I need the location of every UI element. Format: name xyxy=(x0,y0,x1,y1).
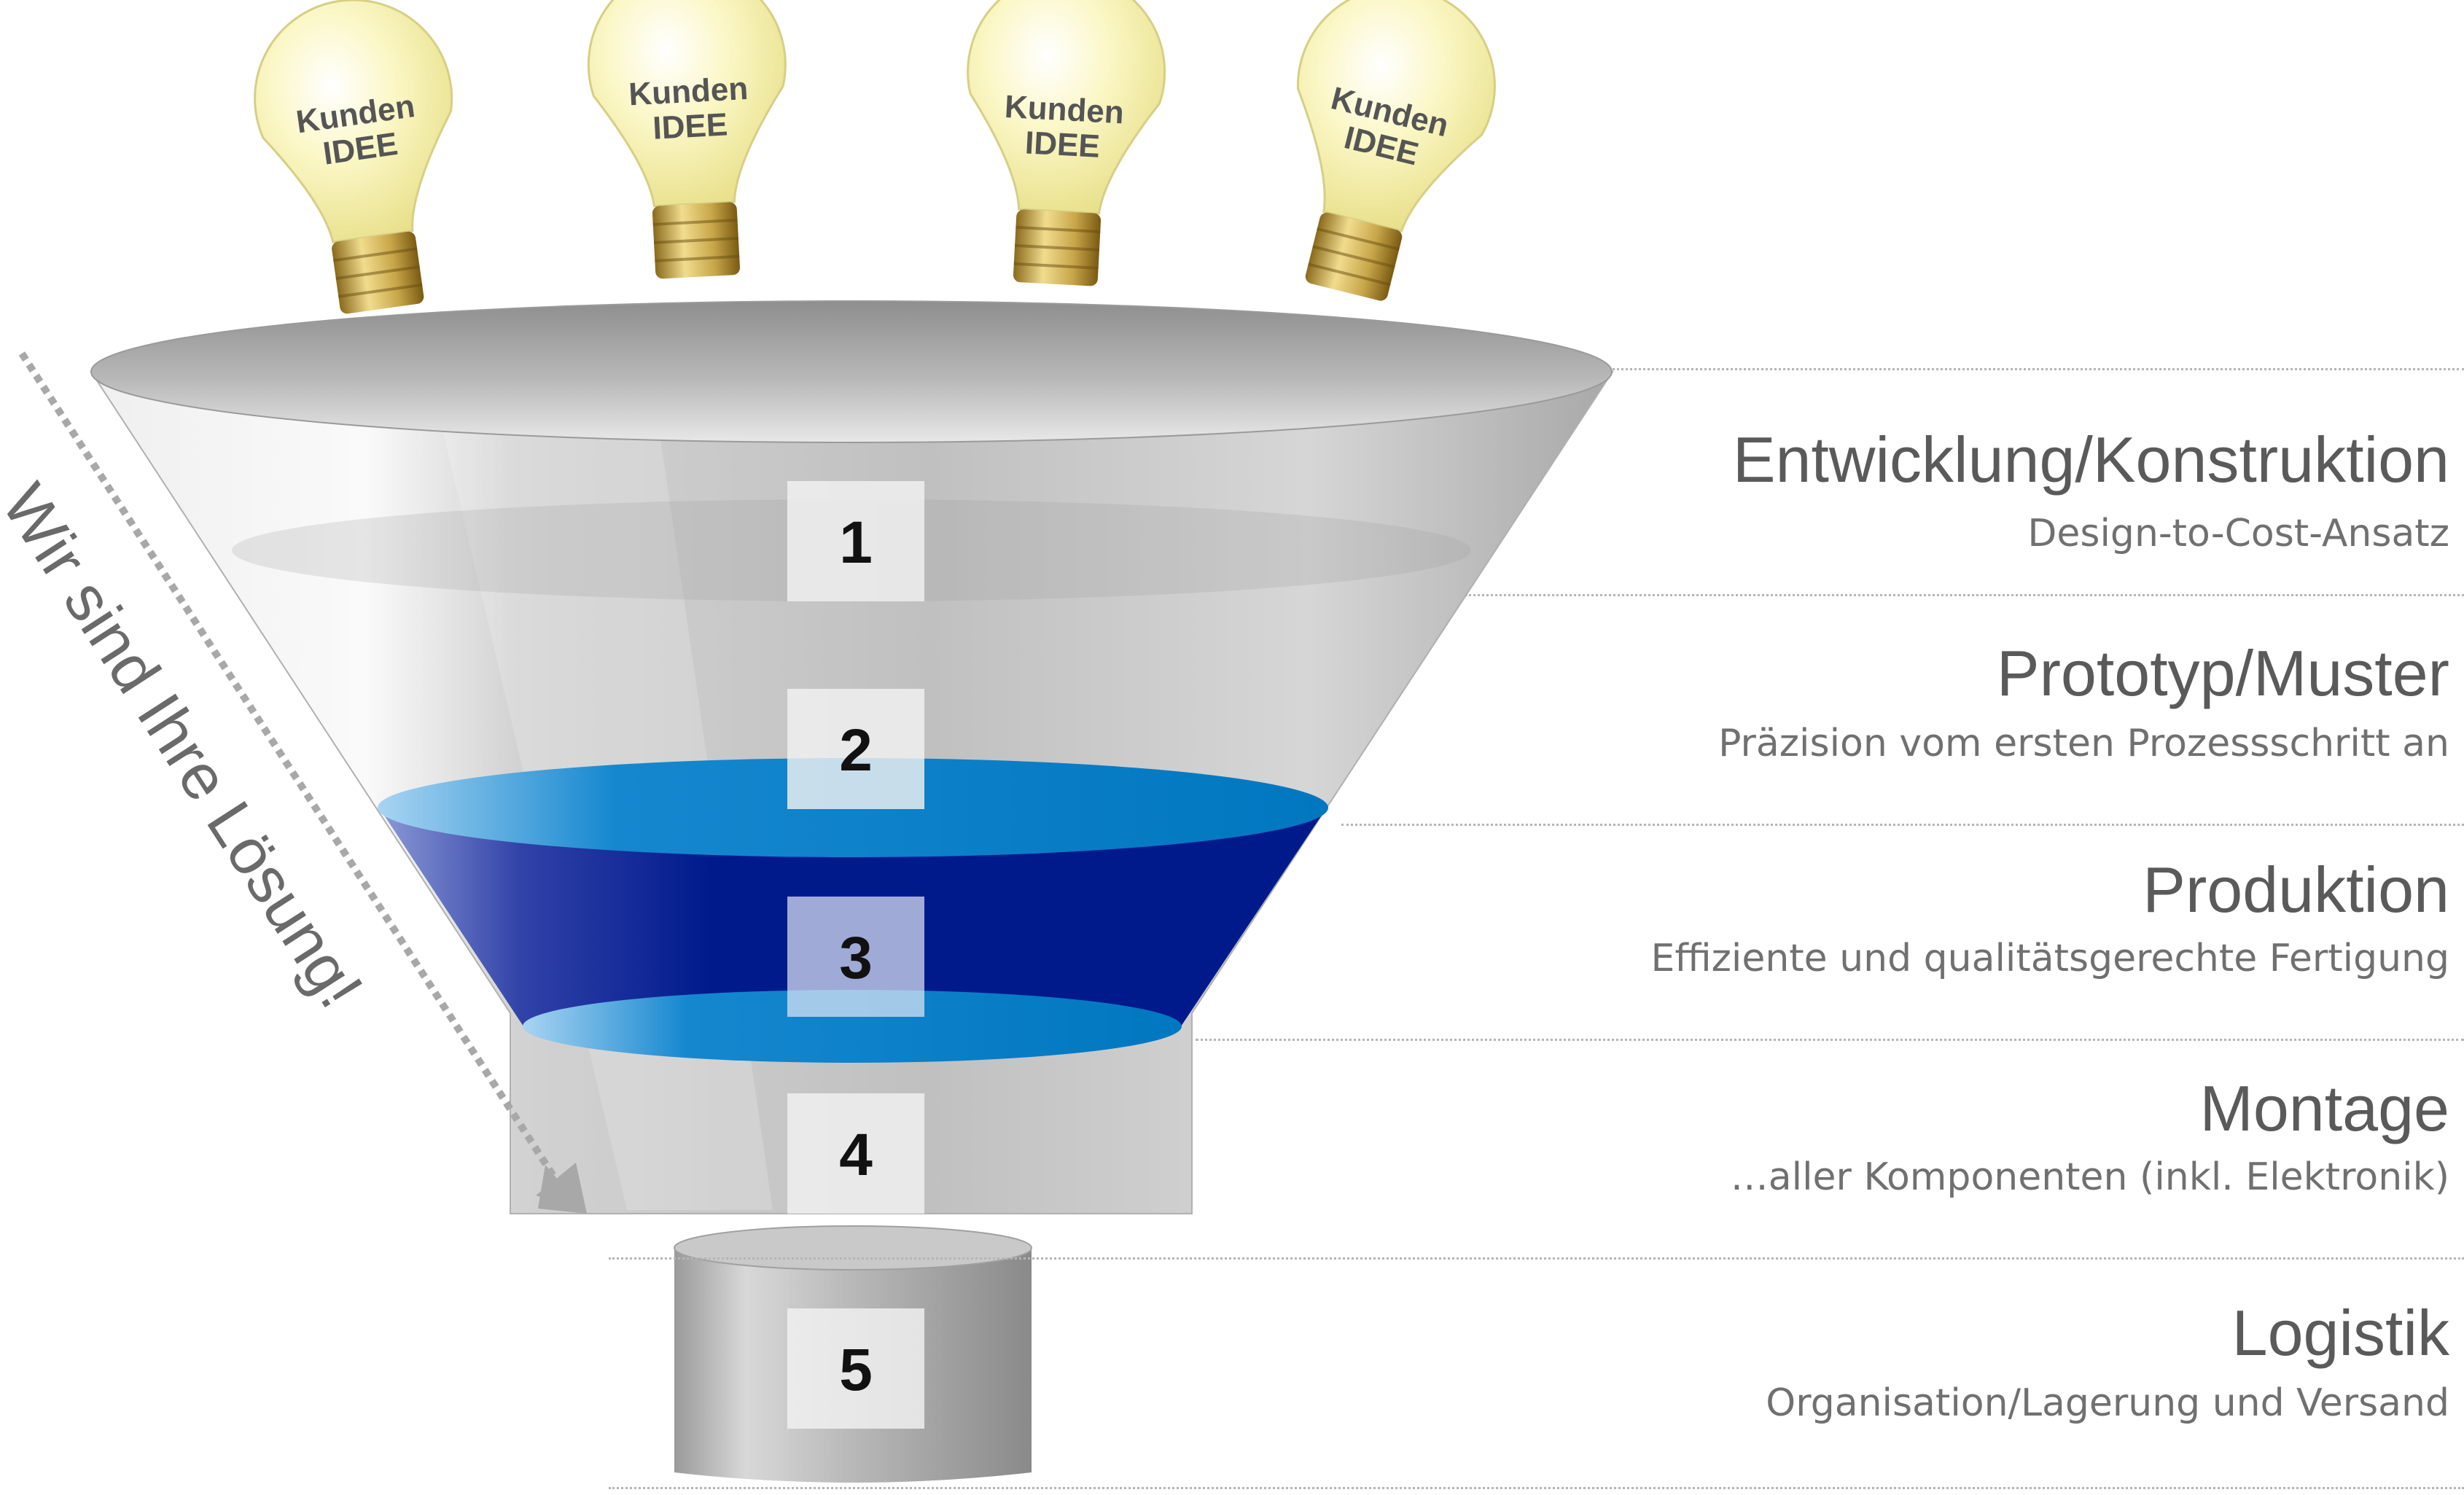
separator xyxy=(1465,594,2464,596)
bulb-icon: Kunden IDEE xyxy=(587,0,787,279)
bulb-icon: Kunden IDEE xyxy=(254,0,453,314)
step-3-title: Produktion xyxy=(2143,854,2449,926)
step-1-title: Entwicklung/Konstruktion xyxy=(1732,423,2449,496)
bulb-label-line1: Kunden xyxy=(1004,89,1125,131)
step-5-subtitle: Organisation/Lagerung und Versand xyxy=(1766,1381,2449,1425)
bulb-icon: Kunden IDEE xyxy=(1296,0,1496,301)
bulb-label-line1: Kunden xyxy=(628,71,749,113)
bulb-icon: Kunden IDEE xyxy=(967,0,1166,286)
step-1-subtitle: Design-to-Cost-Ansatz xyxy=(2027,512,2449,555)
step-5-title: Logistik xyxy=(2231,1297,2449,1369)
bulb-label-line2: IDEE xyxy=(1024,125,1101,164)
step-3-subtitle: Effiziente und qualitätsgerechte Fertigu… xyxy=(1650,937,2449,980)
step-marker-3: 3 xyxy=(787,897,924,1017)
step-marker-5: 5 xyxy=(787,1308,924,1429)
step-number: 5 xyxy=(839,1337,873,1403)
step-marker-1: 1 xyxy=(787,481,924,601)
step-number: 1 xyxy=(839,510,873,576)
step-number: 2 xyxy=(839,717,873,784)
step-marker-2: 2 xyxy=(787,689,924,809)
step-4-title: Montage xyxy=(2199,1072,2449,1144)
step-2-subtitle: Präzision vom ersten Prozessschritt an xyxy=(1718,722,2449,765)
step-marker-4: 4 xyxy=(787,1093,924,1214)
step-number: 4 xyxy=(839,1122,873,1188)
separator xyxy=(609,1257,2464,1260)
separator xyxy=(609,1487,2464,1489)
highlight-bottom-ellipse xyxy=(523,990,1182,1063)
step-number: 3 xyxy=(839,925,873,991)
step-4-subtitle: …aller Komponenten (inkl. Elektronik) xyxy=(1730,1155,2449,1199)
dotted-arrow-icon xyxy=(18,351,587,1214)
funnel-spout-top xyxy=(674,1225,1032,1270)
step-2-title: Prototyp/Muster xyxy=(1996,637,2449,709)
bulb-label-line2: IDEE xyxy=(652,106,728,146)
funnel-rim xyxy=(90,300,1613,443)
separator xyxy=(1607,368,2464,370)
separator xyxy=(1341,824,2464,826)
separator xyxy=(1196,1039,2464,1041)
